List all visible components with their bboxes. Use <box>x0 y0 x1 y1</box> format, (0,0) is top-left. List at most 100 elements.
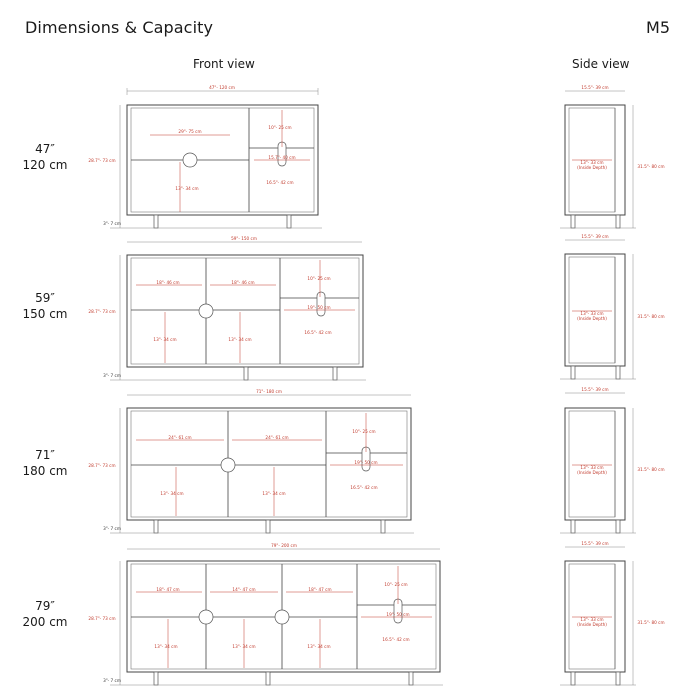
height-dim-label: 28.7"- 73 cm <box>88 158 115 163</box>
leg <box>615 214 621 229</box>
cable-hole <box>198 303 214 319</box>
compartment-width-label: 29"- 75 cm <box>178 129 201 134</box>
leg <box>265 671 271 686</box>
side-depth-label: 13"- 33 cm <box>580 311 603 316</box>
side-view-heading: Side view <box>572 57 630 71</box>
narrow-top-label: 10"- 25 cm <box>307 276 330 281</box>
narrow-mid-label: 19"- 50 cm <box>386 612 409 617</box>
height-dim-label: 28.7"- 73 cm <box>88 616 115 621</box>
leg <box>570 365 576 380</box>
leg <box>570 519 576 534</box>
cable-hole <box>274 609 290 625</box>
side-height-label: 31.5"- 80 cm <box>637 467 664 472</box>
side-depth-note: (Inside Depth) <box>577 316 607 321</box>
side-body <box>564 407 626 521</box>
side-depth-note: (Inside Depth) <box>577 165 607 170</box>
size-label-71: 71″ 180 cm <box>10 447 80 479</box>
height-dim-label: 28.7"- 73 cm <box>88 463 115 468</box>
width-dim-label: 71"- 180 cm <box>256 389 282 394</box>
narrow-mid-label: 15.7"- 40 cm <box>268 155 295 160</box>
compartment-height-label: 13"- 34 cm <box>232 644 255 649</box>
compartment-width-label: 18"- 47 cm <box>156 587 179 592</box>
leg <box>615 671 621 686</box>
narrow-bottom-label: 16.5"- 42 cm <box>382 637 409 642</box>
size-label-47: 47″ 120 cm <box>10 141 80 173</box>
compartment-width-label: 24"- 61 cm <box>265 435 288 440</box>
page-title: Dimensions & Capacity <box>25 18 214 37</box>
leg <box>408 671 414 686</box>
side-view-47: 15.5"- 39 cm 13"- 33 cm (Inside Depth) 3… <box>560 85 665 229</box>
cable-hole <box>182 152 198 168</box>
narrow-top-label: 10"- 25 cm <box>352 429 375 434</box>
size-label-79: 79″ 200 cm <box>10 598 80 630</box>
compartment-height-label: 13"- 34 cm <box>175 186 198 191</box>
front-view-47: 47"- 120 cm 29"- 75 cm 13"- 34 cm 10"- 2… <box>88 85 322 229</box>
side-depth-note: (Inside Depth) <box>577 622 607 627</box>
compartment-width-label: 14"- 47 cm <box>232 587 255 592</box>
leg <box>265 519 271 534</box>
size-label-59: 59″ 150 cm <box>10 290 80 322</box>
cabinet-body <box>126 560 441 673</box>
width-dim-label: 59"- 150 cm <box>231 236 257 241</box>
narrow-top-label: 10"- 25 cm <box>268 125 291 130</box>
side-depth-note: (Inside Depth) <box>577 470 607 475</box>
model-name: M5 <box>646 18 670 37</box>
compartment-height-label: 13"- 34 cm <box>154 644 177 649</box>
size-inches: 71″ <box>35 448 55 462</box>
cable-slot <box>316 291 326 317</box>
size-cm: 150 cm <box>22 307 68 321</box>
size-inches: 47″ <box>35 142 55 156</box>
leg <box>153 519 159 534</box>
size-inches: 59″ <box>35 291 55 305</box>
leg <box>243 366 249 381</box>
narrow-bottom-label: 16.5"- 42 cm <box>304 330 331 335</box>
front-view-79: 79"- 200 cm 18"- 47 cm 14"- 47 cm 18"- 4… <box>88 543 443 686</box>
leg <box>153 214 159 229</box>
leg-height-label: 3"- 7 cm <box>103 373 121 378</box>
cabinet-body <box>126 254 364 368</box>
height-dim-label: 28.7"- 73 cm <box>88 309 115 314</box>
side-width-label: 15.5"- 39 cm <box>581 234 608 239</box>
narrow-mid-label: 19"- 50 cm <box>354 460 377 465</box>
cable-hole <box>220 457 236 473</box>
side-body <box>564 104 626 216</box>
compartment-width-label: 18"- 46 cm <box>156 280 179 285</box>
leg <box>615 365 621 380</box>
cabinet-body <box>126 104 319 216</box>
side-body <box>564 560 626 673</box>
compartment-height-label: 13"- 34 cm <box>160 491 183 496</box>
leg <box>286 214 292 229</box>
side-view-79: 15.5"- 39 cm 13"- 33 cm (Inside Depth) 3… <box>560 541 665 686</box>
size-cm: 200 cm <box>22 615 68 629</box>
compartment-height-label: 13"- 34 cm <box>307 644 330 649</box>
front-view-59: 59"- 150 cm 18"- 46 cm 18"- 46 cm 13"- 3… <box>88 236 366 381</box>
side-width-label: 15.5"- 39 cm <box>581 85 608 90</box>
side-height-label: 31.5"- 80 cm <box>637 620 664 625</box>
size-cm: 180 cm <box>22 464 68 478</box>
narrow-bottom-label: 16.5"- 42 cm <box>266 180 293 185</box>
side-depth-label: 13"- 33 cm <box>580 160 603 165</box>
compartment-height-label: 13"- 34 cm <box>228 337 251 342</box>
compartment-height-label: 13"- 34 cm <box>262 491 285 496</box>
size-cm: 120 cm <box>22 158 68 172</box>
leg <box>153 671 159 686</box>
leg-height-label: 3"- 7 cm <box>103 678 121 683</box>
compartment-height-label: 13"- 34 cm <box>153 337 176 342</box>
side-width-label: 15.5"- 39 cm <box>581 387 608 392</box>
leg <box>332 366 338 381</box>
side-view-71: 15.5"- 39 cm 13"- 33 cm (Inside Depth) 3… <box>560 387 665 534</box>
narrow-bottom-label: 16.5"- 42 cm <box>350 485 377 490</box>
width-dim-label: 79"- 200 cm <box>271 543 297 548</box>
compartment-width-label: 18"- 46 cm <box>231 280 254 285</box>
cable-hole <box>198 609 214 625</box>
leg <box>615 519 621 534</box>
side-height-label: 31.5"- 80 cm <box>637 164 664 169</box>
leg-height-label: 3"- 7 cm <box>103 526 121 531</box>
leg <box>380 519 386 534</box>
leg-height-label: 3"- 7 cm <box>103 221 121 226</box>
side-view-59: 15.5"- 39 cm 13"- 33 cm (Inside Depth) 3… <box>560 234 665 380</box>
size-inches: 79″ <box>35 599 55 613</box>
front-view-71: 71"- 180 cm 24"- 61 cm 24"- 61 cm 13"- 3… <box>88 389 414 534</box>
leg <box>570 214 576 229</box>
